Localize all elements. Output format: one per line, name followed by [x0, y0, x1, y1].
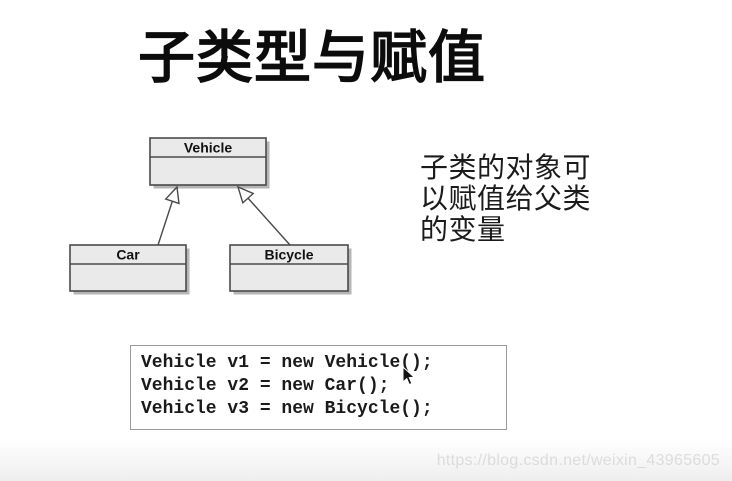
- note-line: 以赋值给父类: [420, 183, 592, 214]
- class-name-car: Car: [116, 247, 140, 263]
- class-box-vehicle: Vehicle: [149, 137, 267, 186]
- code-line: Vehicle v2 = new Car();: [141, 376, 390, 396]
- mouse-cursor-icon: [402, 366, 416, 386]
- class-name-bicycle: Bicycle: [264, 247, 313, 263]
- code-line: Vehicle v1 = new Vehicle();: [141, 353, 433, 373]
- note-line: 的变量: [420, 214, 506, 245]
- uml-class-diagram: Vehicle Car Bicycle: [69, 137, 352, 295]
- class-box-bicycle: Bicycle: [229, 244, 349, 292]
- code-snippet-box: Vehicle v1 = new Vehicle(); Vehicle v2 =…: [130, 345, 507, 430]
- class-name-vehicle: Vehicle: [184, 140, 232, 156]
- slide-title: 子类型与赋值: [138, 26, 486, 90]
- note-text: 子类的对象可 以赋值给父类 的变量: [420, 152, 620, 245]
- watermark-url: https://blog.csdn.net/weixin_43965605: [436, 452, 720, 469]
- code-line: Vehicle v3 = new Bicycle();: [141, 399, 433, 419]
- generalization-arrow-bicycle-to-vehicle: [238, 187, 291, 246]
- note-line: 子类的对象可: [420, 152, 592, 183]
- class-box-car: Car: [69, 244, 187, 292]
- generalization-arrow-car-to-vehicle: [157, 187, 177, 246]
